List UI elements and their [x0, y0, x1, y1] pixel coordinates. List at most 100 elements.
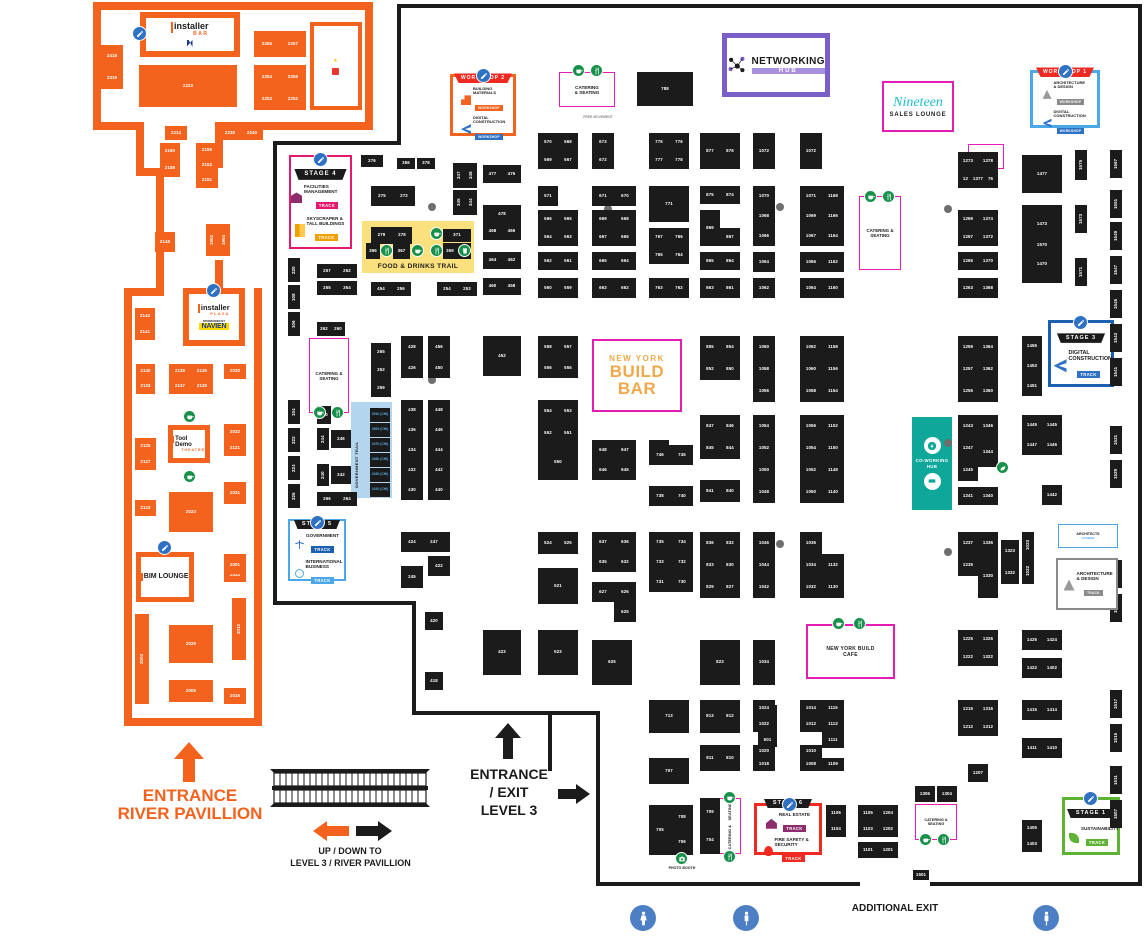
booth-2135[interactable]: 2135 [191, 379, 213, 394]
booth-104[interactable]: 106 [288, 312, 300, 336]
booth-446[interactable]: 446 [428, 420, 450, 440]
booth-2123[interactable]: 2123 [135, 500, 156, 516]
booth-740[interactable]: 740 [671, 486, 693, 506]
booth-850[interactable]: 850 [720, 358, 740, 380]
booth-2256[interactable]: 2256 [280, 65, 306, 89]
booth-2155[interactable]: 2155 [196, 143, 218, 158]
booth-265[interactable]: 279 [371, 227, 392, 244]
amenity-coffee-nyb-cafe[interactable] [832, 617, 845, 630]
booth-664[interactable]: 664 [614, 252, 636, 270]
gov-booth-2510[interactable]: 2510 (CHI) [370, 408, 390, 422]
booth-1403[interactable]: 1403 [1022, 836, 1042, 852]
booth-771[interactable]: 771 [649, 186, 689, 222]
booth-666[interactable]: 666 [614, 228, 636, 246]
booth-913[interactable]: 1024 [753, 700, 775, 716]
booth-242[interactable]: 242 [331, 466, 351, 484]
booth-625[interactable]: 627 [592, 582, 614, 602]
booth-1013[interactable]: 1014 [800, 700, 822, 716]
booth-1237[interactable]: 1237 [958, 532, 978, 554]
booth-702[interactable]: 706 [671, 830, 693, 855]
booth-448[interactable]: 448 [428, 400, 450, 420]
booth-847[interactable]: 847 [700, 415, 720, 437]
booth-767[interactable]: 767 [649, 228, 669, 246]
booth-2023[interactable]: 2023 [169, 492, 213, 532]
booth-321[interactable]: 346 [465, 163, 477, 188]
booth-745[interactable]: 745 [671, 445, 693, 465]
booth-456[interactable]: 456 [428, 336, 450, 358]
booth-956[interactable]: 1066 [753, 226, 775, 246]
booth-1455[interactable]: 1455 [1022, 336, 1042, 356]
booth-950[interactable]: 1060 [753, 336, 775, 358]
booth-102c[interactable]: 224 [288, 456, 300, 480]
booth-2130[interactable]: 2130 [136, 364, 155, 379]
booth-1364[interactable]: 1364 [978, 336, 998, 358]
booth-1069[interactable]: 1069 [800, 206, 822, 226]
booth-346[interactable]: 264 [337, 492, 357, 506]
booth-1054[interactable]: 1054 [800, 437, 822, 459]
booth-667[interactable]: 667 [592, 228, 614, 246]
booth-713[interactable]: 713 [649, 700, 689, 733]
booth-1212[interactable]: 1212 [958, 718, 978, 736]
booth-746[interactable]: 746 [649, 445, 671, 465]
booth-2223[interactable]: 2223 [139, 65, 237, 107]
booth-1501[interactable]: 1501 [913, 870, 929, 880]
booth-707[interactable]: 707 [649, 758, 689, 784]
amenity-coffee-food-trail-2[interactable] [411, 244, 424, 257]
booth-1336[interactable]: 1336 [978, 532, 998, 554]
booth-764[interactable]: 764 [669, 246, 689, 264]
booth-1549[interactable]: 1549 [1110, 222, 1122, 250]
gov-booth-2420[interactable]: 2420 (CHI) [370, 468, 390, 482]
booth-548[interactable]: 555 [558, 358, 578, 378]
booth-1115[interactable]: 1115 [822, 700, 844, 716]
booth-422[interactable]: 422 [428, 556, 450, 576]
booth-775[interactable]: 775 [649, 133, 669, 151]
booth-937[interactable]: 1072 [753, 133, 775, 169]
booth-1109[interactable]: 1109 [822, 758, 844, 771]
booth-1025[interactable]: 1023 [1022, 532, 1034, 558]
booth-2141[interactable]: 2141 [135, 324, 155, 340]
zone-installer-plaza[interactable]: installer BAR [140, 12, 240, 57]
booth-1904[interactable]: 1904 [218, 224, 230, 256]
zone-new-york-build-bar[interactable]: NEW YORK BUILD BAR [592, 339, 682, 412]
restroom-icon-1[interactable] [630, 905, 656, 931]
booth-102[interactable]: 104 [288, 400, 300, 424]
booth-663[interactable]: 663 [592, 278, 614, 298]
booth-2030[interactable]: 2030 [224, 364, 246, 379]
booth-428[interactable]: 428 [401, 336, 423, 358]
booth-840[interactable]: 840 [720, 480, 740, 502]
booth-841[interactable]: 841 [700, 480, 720, 502]
booth-552[interactable]: 557 [558, 336, 578, 358]
booth-1425[interactable]: 1425 [1022, 630, 1042, 650]
booth-1007[interactable]: 1008 [800, 758, 822, 771]
booth-2003[interactable]: 2003 [135, 614, 149, 704]
booth-1322[interactable]: 1322 [978, 648, 998, 666]
zone-networking-hub[interactable]: NETWORKING HUB [722, 33, 830, 97]
booth-1545[interactable]: 1545 [1110, 290, 1122, 318]
booth-1168[interactable]: 1168 [822, 186, 844, 206]
booth-827[interactable]: 827 [720, 576, 740, 598]
amenity-food-catering-br[interactable] [937, 833, 950, 846]
booth-1411[interactable]: 1411 [1022, 738, 1042, 758]
booth-1066[interactable]: 1066 [800, 252, 822, 272]
amenity-food-catering-right[interactable] [882, 190, 895, 203]
booth-935[interactable]: 1046 [753, 532, 775, 554]
booth-938[interactable]: 1048 [753, 481, 775, 503]
booth-1547[interactable]: 1547 [1110, 256, 1122, 284]
booth-1148[interactable]: 1148 [822, 459, 844, 481]
booth-2031[interactable]: 2031 [224, 482, 246, 504]
booth-2133[interactable]: 2133 [136, 379, 155, 394]
booth-460[interactable]: 460 [483, 278, 502, 295]
restroom-icon-2[interactable] [733, 905, 759, 931]
booth-823[interactable]: 823 [700, 640, 740, 685]
booth-436[interactable]: 436 [401, 420, 423, 440]
zone-architecture-design[interactable]: ARCHITECTURE & DESIGN TRACK [1056, 558, 1118, 610]
booth-765[interactable]: 765 [649, 246, 669, 264]
booth-452[interactable]: 452 [483, 336, 521, 376]
booth-2255[interactable]: 2255 [254, 31, 280, 57]
booth-863[interactable]: 863 [700, 278, 720, 298]
booth-875[interactable]: 875 [700, 186, 720, 204]
booth-730[interactable]: 730 [671, 572, 693, 592]
booth-1024[interactable]: 1022 [1022, 558, 1034, 584]
booth-566[interactable]: 564 [538, 228, 558, 246]
booth-406[interactable]: 247 [423, 532, 445, 552]
